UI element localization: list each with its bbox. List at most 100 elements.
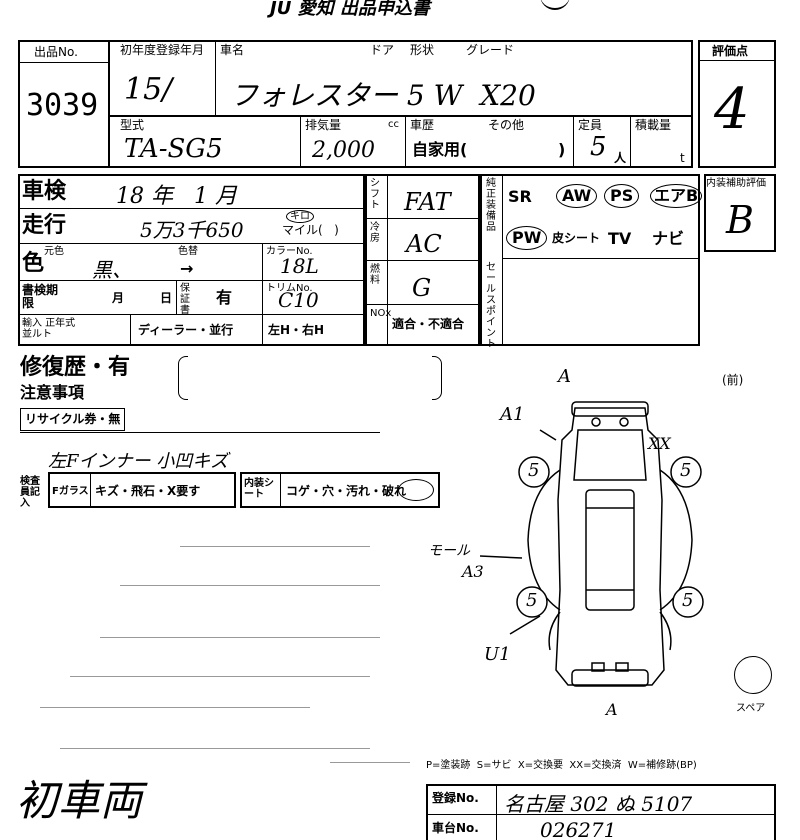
chassis-value: 026271: [540, 818, 617, 840]
load-label: 積載量: [635, 118, 672, 132]
displacement-label: 排気量: [305, 118, 342, 132]
tire-rear-left: 5: [526, 590, 538, 611]
color-swap-label: 色替: [178, 246, 198, 257]
header-title: JU 愛知 出品申込書: [270, 0, 430, 19]
car-name-value: フォレスター 5 W X20: [230, 79, 536, 112]
option-pw: PW: [506, 226, 548, 250]
caution-bracket-right: [432, 356, 442, 400]
option-leather: 皮シート: [552, 231, 601, 245]
plate-box: [426, 784, 776, 840]
first-car-label: 初車両: [16, 776, 143, 825]
option-navi: ナビ: [652, 229, 685, 248]
fglass-label: Fガラス: [52, 486, 89, 497]
book-month: 月: [112, 291, 125, 305]
color-code-value: 18L: [280, 254, 319, 278]
rating-value: 4: [714, 77, 750, 142]
front-label: (前): [722, 373, 744, 387]
history-value: 自家用(: [412, 140, 468, 159]
tire-front-right: 5: [680, 460, 692, 481]
book-label: 書検期限: [22, 283, 59, 310]
interior-box: [240, 472, 440, 508]
option-tv: TV: [608, 229, 632, 248]
displacement-unit: cc: [388, 119, 399, 130]
interior-circle-mark: [398, 479, 434, 501]
mileage-unit-km: キロ: [286, 210, 314, 223]
orig-color-label: 元色: [44, 246, 64, 257]
spare-label: スペア: [736, 703, 766, 714]
ac-label: 冷房: [370, 222, 380, 244]
inspection-label: 車検: [22, 179, 67, 204]
shift-label: シフト: [370, 178, 380, 211]
fglass-value: キズ・飛石・X要す: [95, 484, 201, 498]
seats-unit: 人: [614, 151, 627, 165]
ac-value: AC: [406, 230, 442, 258]
history-other-label: その他: [488, 118, 525, 132]
sale-label: セールスポイント: [486, 262, 496, 350]
first-reg-label: 初年度登録年月: [120, 43, 205, 57]
plate-value: 名古屋 302 ぬ 5107: [504, 792, 693, 816]
dealer-label: ディーラー・並行: [138, 323, 234, 337]
trim-label: トリムNo.: [266, 283, 313, 294]
lot-label: 出品No.: [34, 45, 78, 59]
history-close: ): [558, 140, 566, 159]
car-diagram: [480, 401, 704, 687]
aux-box: [704, 174, 776, 252]
aux-value: B: [726, 198, 754, 242]
tire-front-left: 5: [528, 460, 540, 481]
displacement-value: 2,000: [312, 138, 375, 163]
seats-label: 定員: [578, 118, 603, 132]
mark-u1: U1: [484, 644, 511, 665]
inspector-label: 検査員記入: [20, 476, 40, 509]
model-label: 型式: [120, 118, 145, 132]
seats-value: 5: [590, 132, 607, 162]
option-ps: PS: [604, 184, 640, 208]
fglass-box: [48, 472, 236, 508]
nox-label: NOx: [370, 308, 392, 319]
mileage-value: 5万3千650: [140, 218, 244, 242]
book-day: 日: [160, 291, 173, 305]
top-info-box: [18, 40, 693, 168]
inspection-value: 18 年 1 月: [116, 184, 237, 209]
option-sr: SR: [508, 187, 532, 206]
options-box: [480, 174, 700, 346]
interior-label: 内装シート: [244, 478, 274, 500]
mark-a1: A1: [500, 404, 525, 425]
mid-left-box: [18, 174, 365, 346]
plate-label: 登録No.: [432, 791, 479, 805]
nox-value: 適合・不適合: [392, 317, 465, 331]
import-label: 輸入 正年式 並ルト: [22, 318, 76, 340]
mark-a-bottom: A: [606, 700, 618, 719]
color-label: 色: [22, 251, 45, 276]
option-airbag: エアB: [650, 184, 703, 208]
caution-bracket-left: [178, 356, 188, 400]
rating-box: [698, 40, 776, 168]
damage-legend: P=塗装跡 S=サビ X=交換要 XX=交換済 W=補修跡(BP): [426, 760, 697, 771]
trim-value: C10: [278, 288, 319, 312]
color-code-label: カラーNo.: [266, 246, 313, 257]
mark-mall: モール: [428, 543, 470, 559]
repair-label: 修復歴・有: [20, 355, 131, 380]
recycle-label: リサイクル券・無: [20, 408, 126, 431]
shift-value: FAT: [404, 188, 451, 216]
mark-a-top: A: [558, 366, 571, 387]
first-reg-value: 15/: [124, 72, 173, 107]
spare-tire: [734, 656, 772, 694]
mark-a3: A3: [462, 562, 484, 581]
history-label: 車歴: [410, 118, 435, 132]
orig-color-value: 黒、: [92, 258, 132, 282]
interior-value: コゲ・穴・汚れ・破れ: [286, 484, 407, 498]
mark-xx: XX: [648, 434, 671, 453]
header-logo-arc: [540, 0, 570, 10]
model-value: TA-SG5: [124, 134, 223, 164]
grade-label: グレード: [466, 43, 515, 57]
color-arrow: →: [180, 259, 194, 278]
load-unit: t: [680, 151, 685, 165]
options-label: 純正装備品: [486, 178, 496, 233]
warranty-value: 有: [216, 288, 233, 307]
handwritten-note: 左Fインナー 小凹キズ: [48, 451, 229, 472]
fuel-value: G: [412, 274, 432, 302]
shape-label: 形状: [410, 43, 435, 57]
caution-label: 注意事項: [20, 383, 85, 402]
mileage-label: 走行: [22, 213, 67, 238]
handle-label: 左H・右H: [268, 323, 325, 337]
